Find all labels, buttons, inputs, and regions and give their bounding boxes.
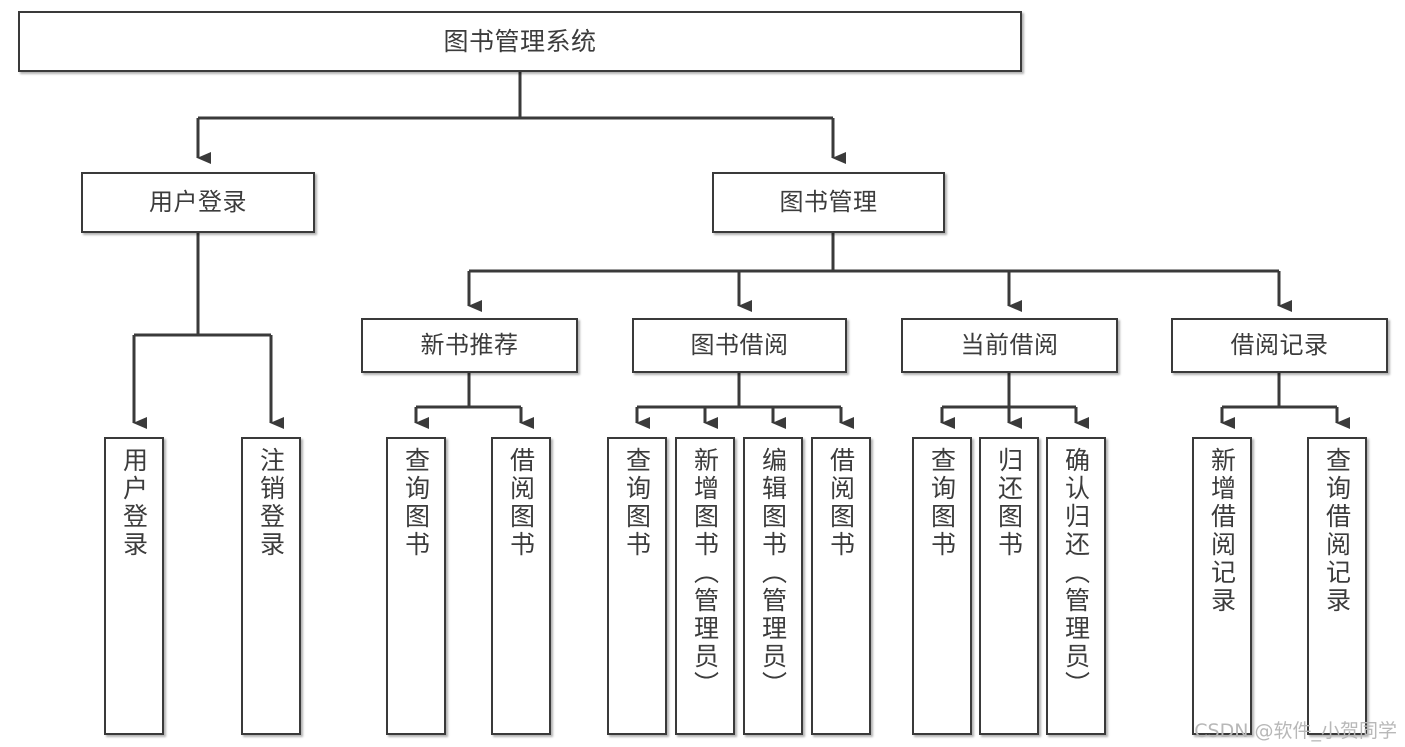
node-user-login[interactable]: 用户登录 — [81, 172, 315, 233]
node-new-book-rec[interactable]: 新书推荐 — [361, 318, 578, 373]
node-new-book-rec-label: 新书推荐 — [420, 331, 519, 360]
node-leaf-borrow-add-book-label: 新增图书（管理员） — [690, 447, 720, 699]
node-leaf-user-logout[interactable]: 注销登录 — [241, 437, 301, 735]
node-book-manage[interactable]: 图书管理 — [712, 172, 945, 233]
node-leaf-rec-query-record-label: 查询借阅记录 — [1322, 447, 1352, 615]
node-leaf-user-logout-label: 注销登录 — [256, 447, 286, 559]
node-user-login-label: 用户登录 — [149, 188, 247, 217]
node-book-borrow-label: 图书借阅 — [690, 331, 789, 360]
node-leaf-cur-return-book[interactable]: 归还图书 — [979, 437, 1039, 735]
node-current-borrow-label: 当前借阅 — [960, 331, 1059, 360]
node-leaf-rec-add-record-label: 新增借阅记录 — [1207, 447, 1237, 615]
node-leaf-rec-add-record[interactable]: 新增借阅记录 — [1192, 437, 1252, 735]
node-book-borrow[interactable]: 图书借阅 — [632, 318, 847, 373]
node-borrow-record[interactable]: 借阅记录 — [1171, 318, 1388, 373]
node-leaf-borrow-borrow-book-label: 借阅图书 — [826, 447, 856, 559]
node-root-label: 图书管理系统 — [443, 26, 597, 56]
node-leaf-user-login-label: 用户登录 — [119, 447, 149, 559]
node-leaf-borrow-edit-book[interactable]: 编辑图书（管理员） — [743, 437, 803, 735]
node-leaf-rec-borrow-book-label: 借阅图书 — [506, 447, 536, 559]
node-leaf-cur-return-book-label: 归还图书 — [994, 447, 1024, 559]
node-current-borrow[interactable]: 当前借阅 — [901, 318, 1118, 373]
node-leaf-cur-query-book-label: 查询图书 — [927, 447, 957, 559]
node-leaf-rec-borrow-book[interactable]: 借阅图书 — [491, 437, 551, 735]
node-leaf-user-login[interactable]: 用户登录 — [104, 437, 164, 735]
node-leaf-borrow-edit-book-label: 编辑图书（管理员） — [758, 447, 788, 699]
node-root[interactable]: 图书管理系统 — [18, 11, 1022, 72]
node-leaf-borrow-query-book[interactable]: 查询图书 — [607, 437, 667, 735]
node-leaf-rec-query-book-label: 查询图书 — [401, 447, 431, 559]
node-leaf-borrow-add-book[interactable]: 新增图书（管理员） — [675, 437, 735, 735]
csdn-watermark: CSDN @软件_小贺同学 — [1194, 720, 1397, 742]
node-leaf-borrow-query-book-label: 查询图书 — [622, 447, 652, 559]
node-leaf-cur-query-book[interactable]: 查询图书 — [912, 437, 972, 735]
node-book-manage-label: 图书管理 — [779, 188, 878, 217]
node-leaf-rec-query-record[interactable]: 查询借阅记录 — [1307, 437, 1367, 735]
node-leaf-rec-query-book[interactable]: 查询图书 — [386, 437, 446, 735]
node-leaf-cur-confirm-return-label: 确认归还（管理员） — [1061, 447, 1091, 699]
node-borrow-record-label: 借阅记录 — [1230, 331, 1329, 360]
node-leaf-cur-confirm-return[interactable]: 确认归还（管理员） — [1046, 437, 1106, 735]
node-leaf-borrow-borrow-book[interactable]: 借阅图书 — [811, 437, 871, 735]
